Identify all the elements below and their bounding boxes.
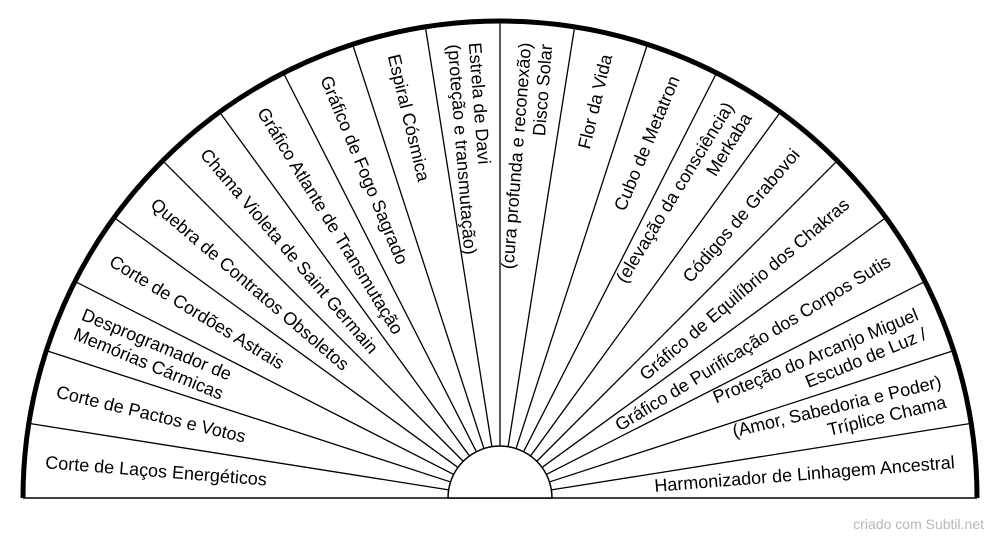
sector-divider <box>515 44 649 449</box>
sector-label: Estrela de Davi(proteção e transmutação) <box>444 42 501 256</box>
sector-divider <box>551 422 972 491</box>
sector-divider <box>46 349 451 483</box>
outer-arc <box>20 18 980 499</box>
sector-divider <box>28 422 449 491</box>
sector-label: Flor da Vida <box>574 51 616 151</box>
sector-divider <box>113 217 459 468</box>
sector-label: Harmonizador de Linhagem Ancestral <box>654 452 956 496</box>
sector-divider <box>530 111 781 457</box>
center-hub <box>447 445 553 499</box>
sector-divider <box>536 160 838 462</box>
sector-divider <box>74 280 454 475</box>
sector-label-line: Flor da Vida <box>574 51 616 151</box>
sector-label-line: (cura profunda e reconexão) <box>498 42 536 270</box>
sector-label: Disco Solar(cura profunda e reconexão) <box>498 42 557 272</box>
sector-divider <box>162 160 464 462</box>
sector-divider <box>546 280 926 475</box>
sector-divider <box>219 111 470 457</box>
sector-divider <box>523 72 718 452</box>
sector-label-line: Corte de Laços Energéticos <box>45 452 268 489</box>
sector-label-line: Harmonizador de Linhagem Ancestral <box>654 452 956 496</box>
sector-label: Corte de Laços Energéticos <box>45 452 268 489</box>
sector-divider <box>424 26 493 447</box>
sector-dividers <box>28 21 972 491</box>
sector-divider <box>507 26 576 447</box>
sector-divider <box>541 217 887 468</box>
credit-text: criado com Subtil.net <box>853 516 984 532</box>
sector-divider <box>282 72 477 452</box>
sector-divider <box>351 44 485 449</box>
sector-divider <box>549 349 954 483</box>
